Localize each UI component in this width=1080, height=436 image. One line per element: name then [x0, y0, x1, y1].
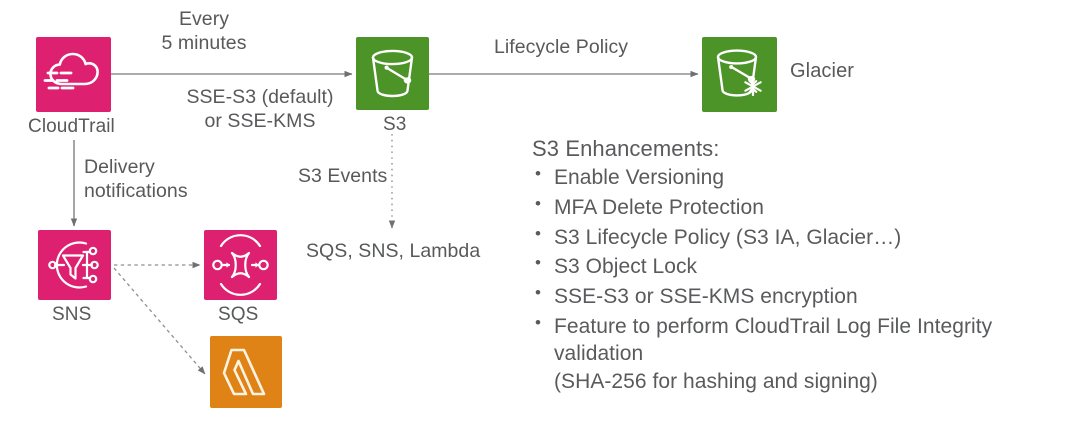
sns-icon[interactable] [38, 230, 111, 300]
list-item-text: Enable Versioning [554, 166, 725, 189]
list-item-text: MFA Delete Protection [554, 195, 764, 219]
s3-event-targets-label: SQS, SNS, Lambda [306, 240, 481, 262]
edge-label-line1: SSE-S3 (default) [186, 86, 334, 108]
list-item-text: Feature to perform CloudTrail Log File I… [554, 314, 993, 366]
panel-title: S3 Enhancements: [532, 136, 720, 161]
edge-label-encryption: SSE-S3 (default) or SSE-KMS [170, 86, 350, 134]
glacier-label: Glacier [790, 60, 855, 82]
list-item-text: S3 Object Lock [554, 255, 698, 279]
lambda-icon[interactable] [210, 336, 282, 408]
wire-sns-to-lambda [113, 267, 206, 375]
edge-label-line1: Delivery [84, 156, 155, 178]
edge-label-s3-events: S3 Events [298, 165, 387, 189]
edge-label-line2: 5 minutes [161, 31, 247, 54]
enhancements-list: Enable Versioning MFA Delete Protection … [532, 163, 1076, 395]
list-item: S3 Lifecycle Policy (S3 IA, Glacier…) [532, 223, 1076, 251]
s3-bucket-icon[interactable] [356, 37, 429, 110]
sqs-label: SQS [218, 304, 259, 325]
edge-label-line2: notifications [84, 179, 188, 202]
edge-label-lifecycle-policy: Lifecycle Policy [494, 36, 628, 60]
s3-label: S3 [383, 114, 407, 135]
sqs-icon[interactable] [204, 230, 277, 300]
edge-label-line2: or SSE-KMS [204, 109, 316, 132]
edge-label-line1: Every [178, 8, 230, 30]
s3-enhancements-panel: S3 Enhancements: Enable Versioning MFA D… [532, 136, 1076, 397]
list-item: Enable Versioning [532, 163, 1076, 191]
cloudtrail-icon[interactable] [36, 37, 111, 112]
edge-label-line1: Lifecycle Policy [494, 36, 629, 58]
edge-label-every-5-minutes: Every 5 minutes [124, 8, 284, 56]
list-item-text: SSE-S3 or SSE-KMS encryption [554, 285, 858, 309]
list-item: Feature to perform CloudTrail Log File I… [532, 312, 1076, 395]
list-item: MFA Delete Protection [532, 193, 1076, 221]
list-item-text: S3 Lifecycle Policy (S3 IA, Glacier…) [554, 225, 902, 249]
glacier-bucket-icon[interactable] [702, 37, 777, 112]
edge-label-delivery-notifications: Delivery notifications [84, 156, 234, 204]
list-item: S3 Object Lock [532, 252, 1076, 280]
cloudtrail-label: CloudTrail [28, 116, 115, 137]
list-item-subtext: (SHA-256 for hashing and signing) [554, 369, 878, 393]
sns-label: SNS [52, 304, 92, 325]
edge-label-line1: S3 Events [298, 165, 388, 187]
list-item: SSE-S3 or SSE-KMS encryption [532, 282, 1076, 310]
